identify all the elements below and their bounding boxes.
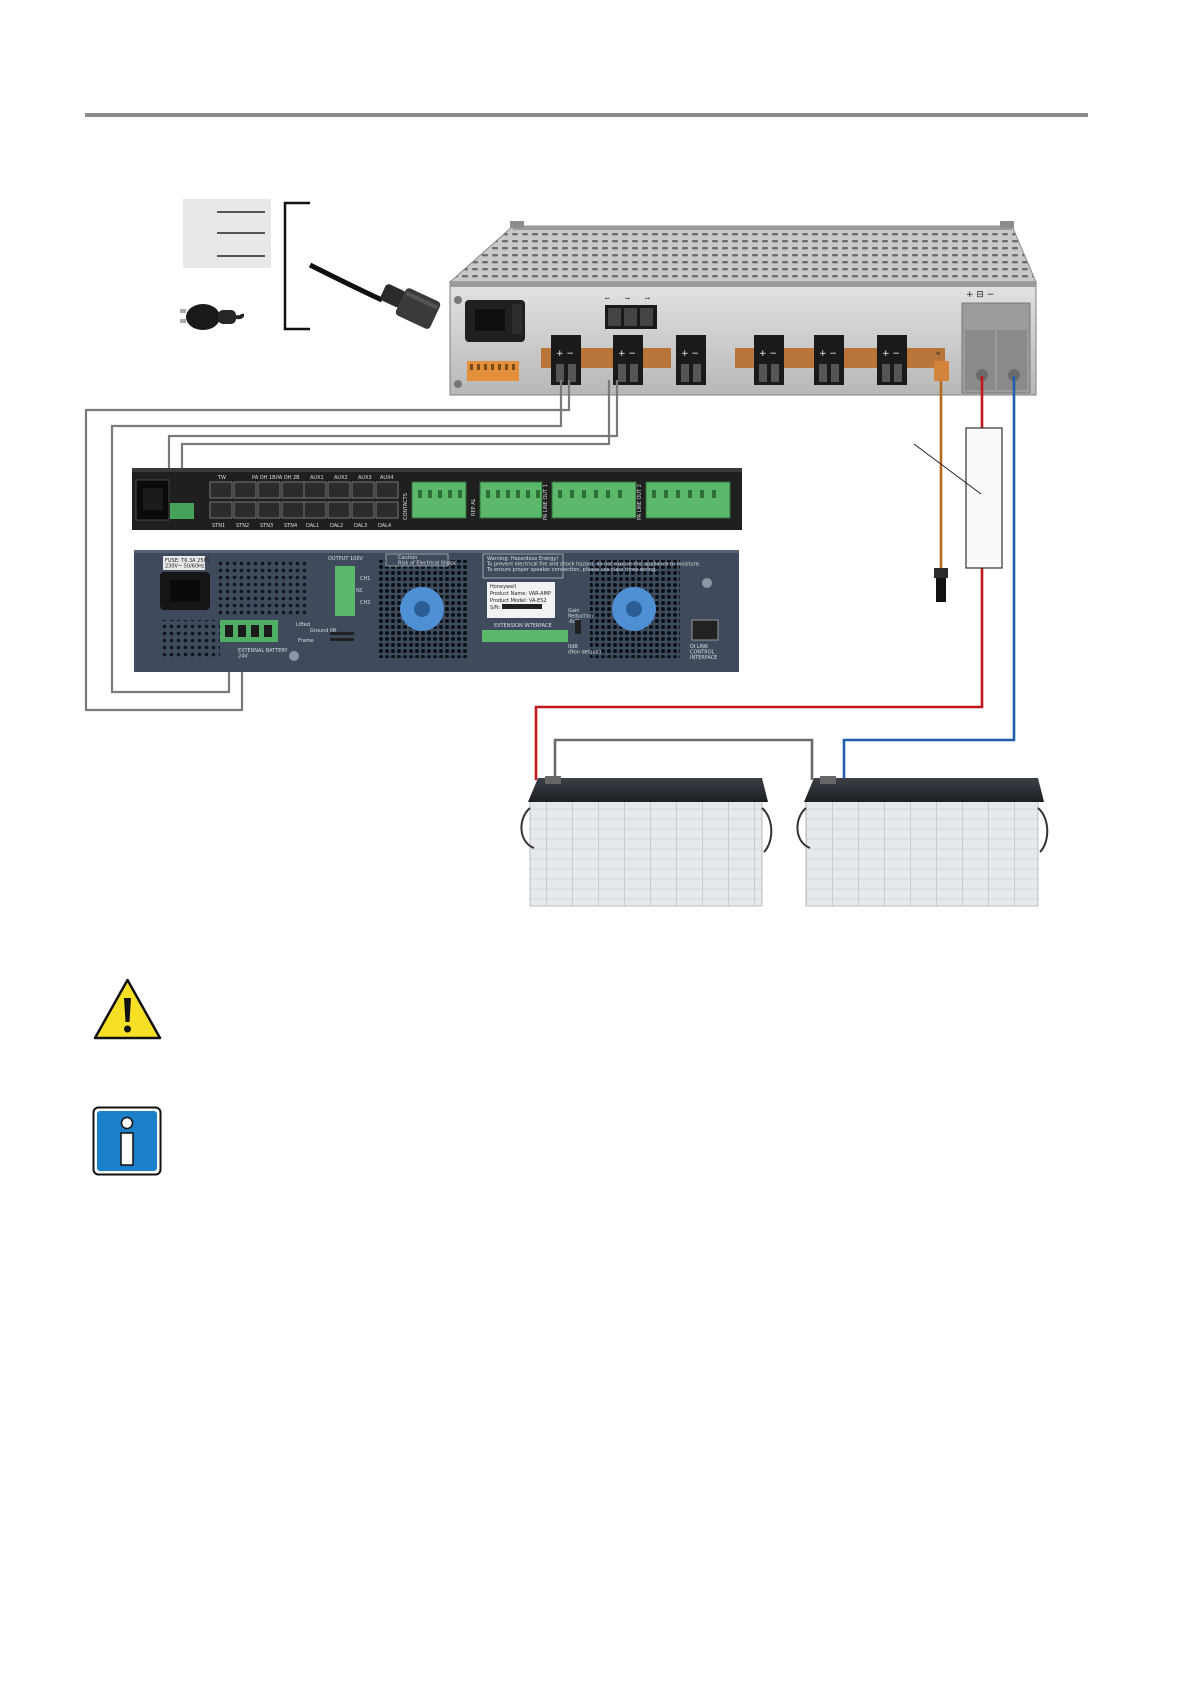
- fuse-callout-line: [913, 443, 982, 495]
- router-section-label: CONTACTS: [403, 493, 409, 520]
- router-section-label: PA LINE OUT 2: [637, 484, 643, 520]
- iec-power-cable-icon: [308, 262, 441, 329]
- router-port-label: PA OH 1B: [252, 475, 276, 481]
- battery-1: [520, 776, 773, 907]
- amp-label-line: Product Name: VAR-AMP: [490, 591, 551, 597]
- power-cable-legend: [183, 199, 310, 331]
- amp-warning-text: Warning: Hazardous Energy!To prevent ele…: [486, 556, 701, 573]
- router-port-label: STN4: [284, 523, 297, 529]
- amp-output-label: OUTPUT 100V: [328, 556, 364, 562]
- control-router-unit: TW PA OH 1B PA OH 2B AUX1 AUX2 AUX3 AUX4…: [132, 468, 742, 530]
- router-port-label: STN3: [260, 523, 273, 529]
- schuko-plug-icon: [180, 304, 245, 330]
- info-icon: [92, 1106, 162, 1176]
- battery-fuse-holder: [965, 427, 1003, 569]
- router-port-label: STN2: [236, 523, 249, 529]
- amp-label-line: Honeywell: [490, 584, 516, 590]
- warning-triangle-icon: [93, 978, 162, 1040]
- amp-ch1-label: CH1: [360, 576, 370, 582]
- amp-frame-label: Frame: [298, 638, 314, 644]
- router-port-label: DAL1: [306, 523, 319, 529]
- amp-label-line: Product Model: VA-ES2: [490, 598, 547, 604]
- header-rule: [85, 113, 1088, 117]
- svg-text:+ −: + −: [618, 349, 636, 359]
- psu-relay-label-2: ⊶: [625, 296, 630, 302]
- svg-text:+ −: + −: [759, 349, 777, 359]
- svg-text:+ −: + −: [556, 349, 574, 359]
- router-port-label: PA OH 2B: [276, 475, 300, 481]
- router-port-label: STN1: [212, 523, 225, 529]
- amp-lifted-label: Lifted: [296, 622, 310, 628]
- svg-text:+ −: + −: [882, 349, 900, 359]
- svg-text:+ −: + −: [819, 349, 837, 359]
- amp-ground-lift-label: Ground lift: [310, 628, 336, 634]
- amp-ch2-label: CH2: [360, 600, 370, 606]
- router-port-label: DAL4: [378, 523, 391, 529]
- router-port-label: DAL2: [330, 523, 343, 529]
- router-port-label: AUX4: [380, 475, 394, 481]
- router-port-label: AUX1: [310, 475, 324, 481]
- power-supply-unit: ⊷ ⊶ ⊶ + − + − + − + − + − + −: [448, 221, 1037, 396]
- amp-gain-default-label: 0dB(Non default): [568, 644, 601, 656]
- router-section-label: PA LINE OUT 1: [543, 484, 549, 520]
- amp-nc-label: NC: [356, 588, 364, 594]
- battery-2: [796, 776, 1049, 907]
- psu-relay-label-1: ⊷: [605, 296, 610, 302]
- battery-wiring: [534, 376, 1016, 785]
- router-port-label: TW: [217, 475, 226, 481]
- router-section-label: REP AL: [471, 498, 477, 516]
- psu-relay-label-3: ⊶: [645, 296, 650, 302]
- router-port-label: DAL3: [354, 523, 367, 529]
- temperature-sensor-probe: [934, 568, 948, 602]
- router-port-label: AUX2: [334, 475, 348, 481]
- svg-text:+ −: + −: [681, 349, 699, 359]
- amp-label-line: S/N:: [490, 605, 501, 611]
- amp-extension-interface-label: EXTENSION INTERFACE: [494, 623, 552, 629]
- psu-output-terminals: + − + − + − + − + − + −: [541, 335, 945, 385]
- router-port-label: AUX3: [358, 475, 372, 481]
- psu-sensor-label: ⊜: [936, 351, 940, 357]
- psu-polarity-label: + ⊟ −: [966, 290, 994, 300]
